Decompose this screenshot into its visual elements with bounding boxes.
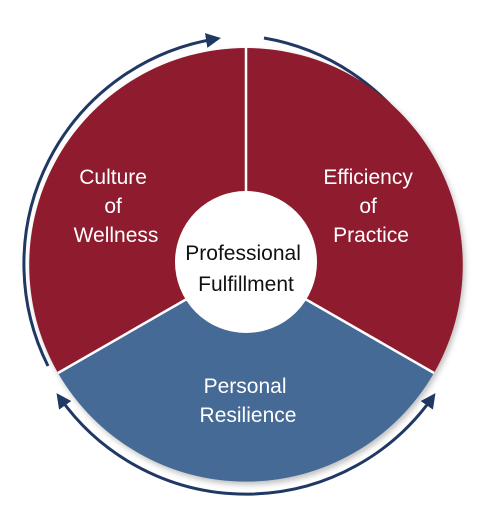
- culture-label: Culture of Wellness: [74, 166, 159, 247]
- center-label: Professional Fulfillment: [185, 242, 306, 296]
- resilience-label: Personal Resilience: [200, 375, 297, 427]
- arrow-bottom-icon: [56, 393, 436, 496]
- arrow-top-left-icon: [22, 33, 221, 367]
- efficiency-label: Efficiency of Practice: [323, 166, 418, 247]
- center-circle: [175, 191, 317, 333]
